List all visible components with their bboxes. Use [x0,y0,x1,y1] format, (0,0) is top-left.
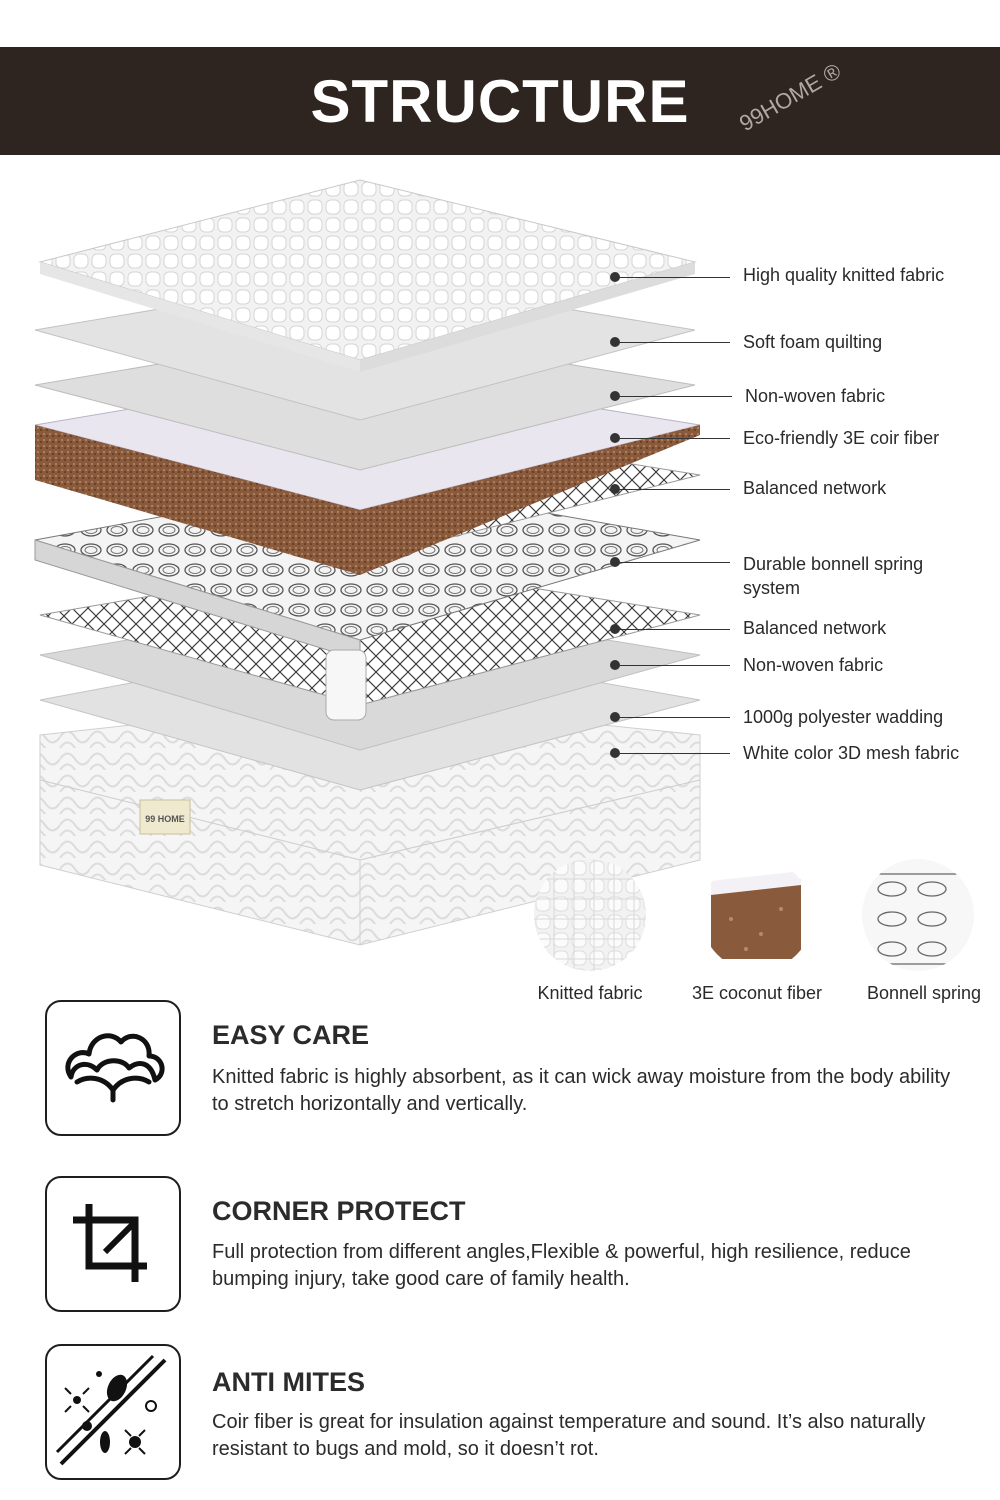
corner-protect-description: Full protection from different angles,Fl… [212,1241,911,1290]
callout-mesh-fabric: White color 3D mesh fabric [743,743,960,763]
knitted-fabric-swatch [534,859,646,971]
callout-line [615,717,730,718]
easy-care-title: EASY CARE [212,1020,370,1050]
callout-line [615,277,730,278]
bonnell-spring-label: Bonnell spring [866,983,982,1003]
callout-line [615,562,730,563]
callout-line [615,753,730,754]
easy-care-icon-box [45,1000,181,1136]
brand-tag-text: 99 HOME [145,814,185,824]
anti-mites-title: ANTI MITES [212,1367,365,1397]
corner-crop-icon [73,1204,147,1282]
callout-line [615,438,730,439]
corner-protect-icon-box [45,1176,181,1312]
no-mites-icon [55,1354,167,1466]
callout-line [615,665,730,666]
callout-coir-fiber: Eco-friendly 3E coir fiber [743,428,940,448]
page-title: STRUCTURE [310,68,690,135]
callout-line [615,396,732,397]
callout-balanced-network-upper: Balanced network [743,478,887,498]
callout-knitted-fabric: High quality knitted fabric [743,265,945,285]
callout-non-woven-upper: Non-woven fabric [745,386,886,406]
callout-line [615,342,730,343]
anti-mites-icon-box [45,1344,181,1480]
coconut-fiber-swatch [701,859,813,971]
callout-balanced-network-lower: Balanced network [743,618,887,638]
cotton-plant-icon [65,1033,165,1103]
easy-care-description: Knitted fabric is highly absorbent, as i… [212,1066,951,1115]
callout-polyester-wadding: 1000g polyester wadding [743,707,944,727]
coconut-fiber-label: 3E coconut fiber [691,983,823,1003]
callout-bonnell-spring: Durable bonnell spring system [743,554,924,598]
callout-line [615,629,730,630]
knitted-fabric-label: Knitted fabric [537,983,643,1003]
callout-soft-foam: Soft foam quilting [743,332,883,352]
callout-line [615,489,730,490]
header-banner: STRUCTURE 99HOME ® [0,47,1000,155]
bonnell-spring-swatch [862,859,974,971]
layer-knitted-fabric [38,179,697,372]
brand-tag [139,799,191,835]
anti-mites-description: Coir fiber is great for insulation again… [212,1411,926,1460]
callout-non-woven-lower: Non-woven fabric [743,655,884,675]
mattress-layers-illustration: 99 HOME [34,179,701,946]
spring-sample [325,649,367,721]
corner-protect-title: CORNER PROTECT [212,1196,466,1226]
